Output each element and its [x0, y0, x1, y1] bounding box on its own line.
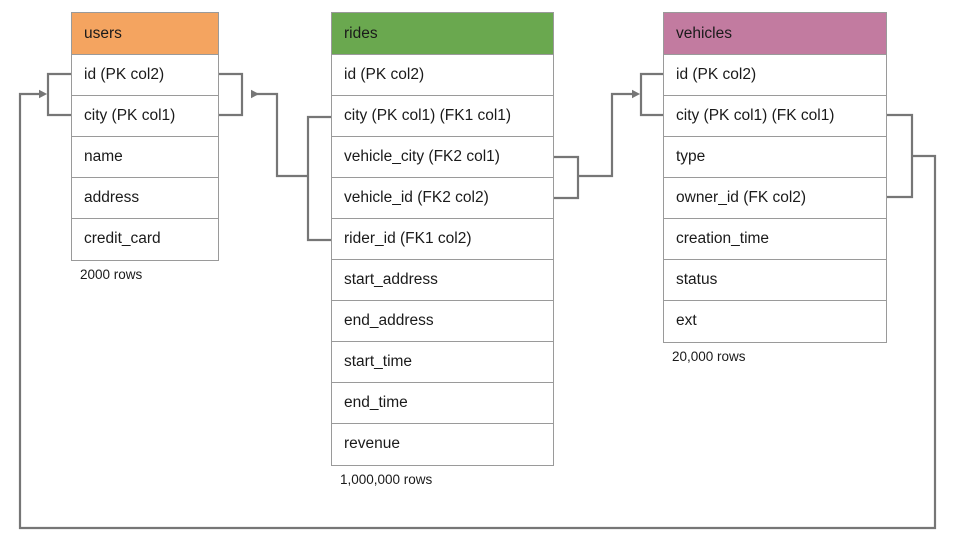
table-vehicles-column[interactable]: city (PK col1) (FK col1)	[664, 96, 886, 137]
table-rides-column[interactable]: vehicle_id (FK2 col2)	[332, 178, 553, 219]
table-users-column[interactable]: id (PK col2)	[72, 55, 218, 96]
table-users-title: users	[72, 13, 218, 55]
table-rides-title: rides	[332, 13, 553, 55]
table-vehicles-column[interactable]: ext	[664, 301, 886, 342]
connector-rides-fk2-bracket	[554, 155, 580, 200]
table-vehicles-row-count: 20,000 rows	[672, 349, 746, 364]
table-vehicles-column[interactable]: status	[664, 260, 886, 301]
table-users-column[interactable]: name	[72, 137, 218, 178]
table-rides-column[interactable]: rider_id (FK1 col2)	[332, 219, 553, 260]
table-users-column[interactable]: address	[72, 178, 218, 219]
table-vehicles-column[interactable]: owner_id (FK col2)	[664, 178, 886, 219]
connector-vehicles-left-bracket	[639, 72, 663, 117]
connector-vehicles-fk-bracket	[887, 113, 914, 199]
table-rides-column[interactable]: start_address	[332, 260, 553, 301]
table-users-column[interactable]: city (PK col1)	[72, 96, 218, 137]
table-users-row-count: 2000 rows	[80, 267, 143, 282]
table-vehicles-column[interactable]: creation_time	[664, 219, 886, 260]
table-rides-column[interactable]: end_address	[332, 301, 553, 342]
connector-users-left-bracket	[46, 72, 71, 117]
table-rides-column[interactable]: city (PK col1) (FK1 col1)	[332, 96, 553, 137]
table-vehicles-title: vehicles	[664, 13, 886, 55]
connector-rides-fk1-to-users	[251, 89, 308, 178]
table-rides-column[interactable]: vehicle_city (FK2 col1)	[332, 137, 553, 178]
table-rides-column[interactable]: id (PK col2)	[332, 55, 553, 96]
table-users-column[interactable]: credit_card	[72, 219, 218, 260]
table-vehicles-column[interactable]: id (PK col2)	[664, 55, 886, 96]
table-vehicles-column[interactable]: type	[664, 137, 886, 178]
connector-rides-fk1-bracket	[306, 115, 331, 242]
connector-rides-fk2-to-vehicles	[578, 89, 641, 178]
table-rides-column[interactable]: start_time	[332, 342, 553, 383]
connector-users-right-bracket	[219, 72, 244, 117]
table-rides-column[interactable]: revenue	[332, 424, 553, 465]
table-rides-row-count: 1,000,000 rows	[340, 472, 433, 487]
table-rides-column[interactable]: end_time	[332, 383, 553, 424]
